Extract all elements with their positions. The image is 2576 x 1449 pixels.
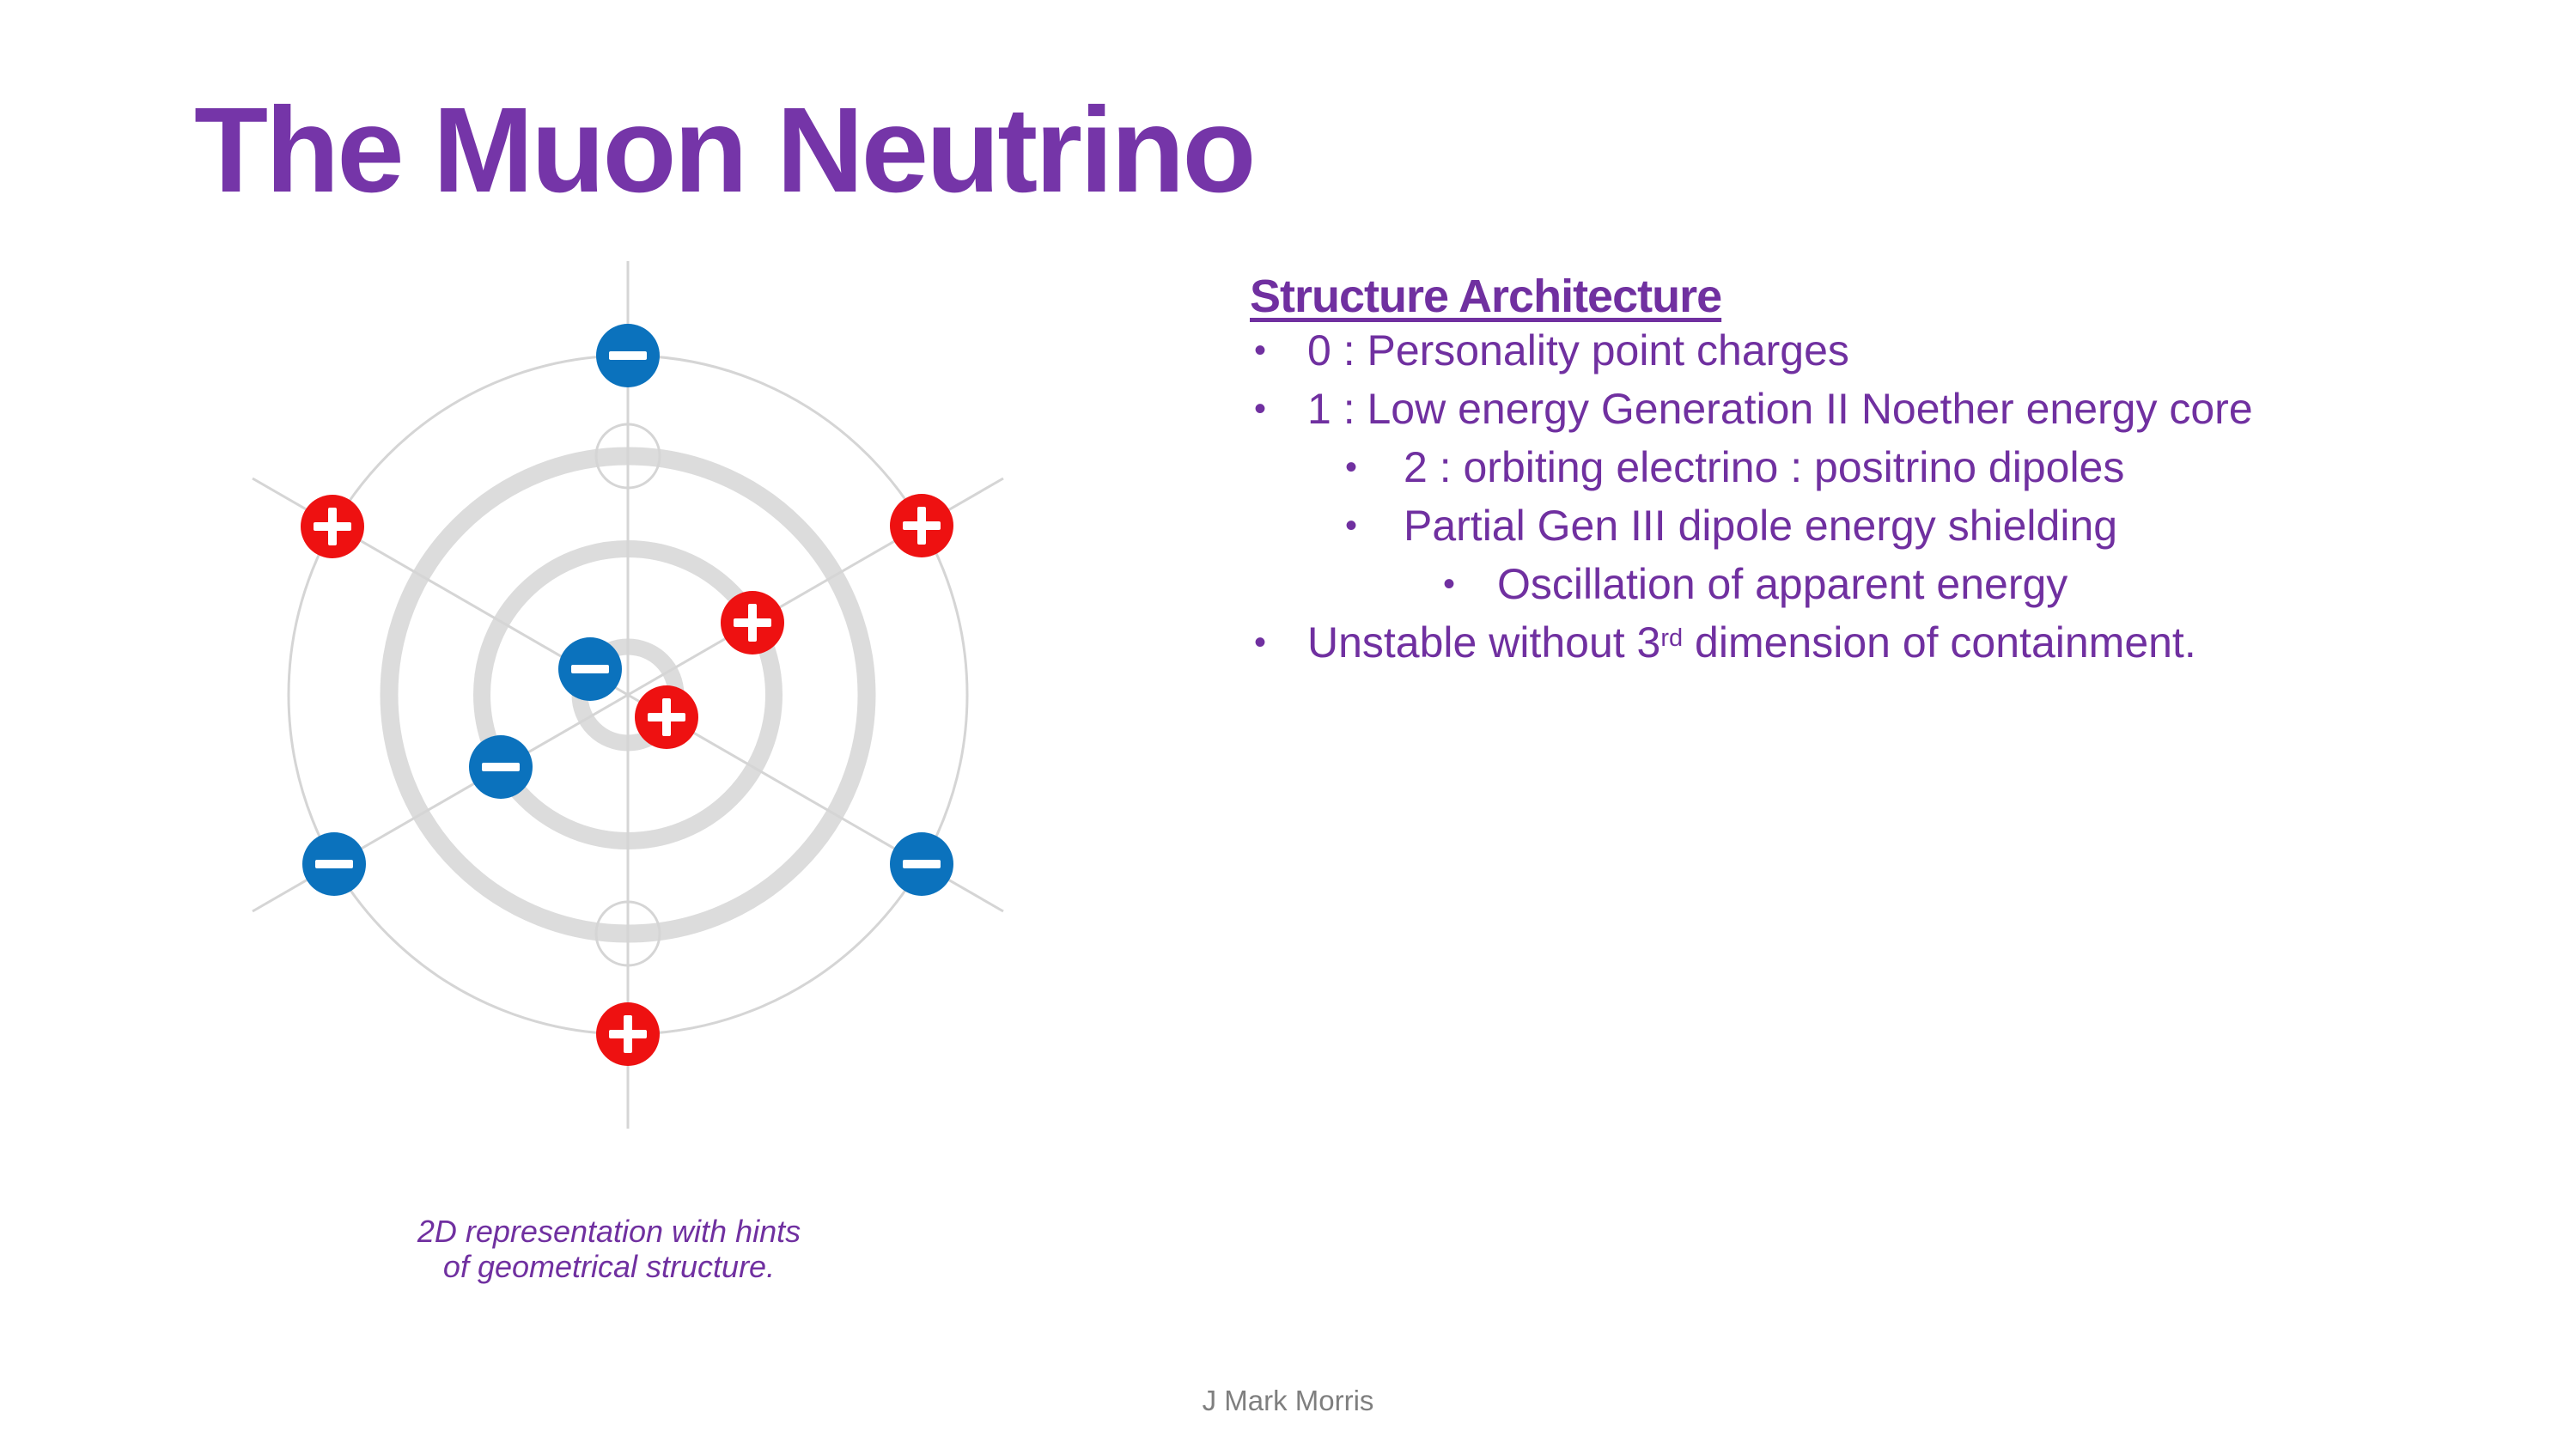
bullet-marker: • (1253, 332, 1266, 369)
minus-icon (315, 860, 353, 868)
bullet-marker: • (1344, 448, 1357, 486)
positrino-plus-particle (721, 591, 784, 654)
bullet-text: 1 : Low energy Generation II Noether ene… (1307, 385, 2253, 433)
bullet-item: • 2 : orbiting electrino : positrino dip… (1250, 438, 2495, 496)
electrino-minus-particle (558, 637, 622, 701)
positrino-plus-particle (301, 495, 364, 558)
electrino-minus-particle (302, 832, 366, 896)
positrino-plus-particle (596, 1002, 660, 1066)
bullet-text: Partial Gen III dipole energy shielding (1404, 502, 2118, 550)
structure-bullet-list: • 0 : Personality point charges • 1 : Lo… (1250, 321, 2495, 672)
bullet-item: • Partial Gen III dipole energy shieldin… (1250, 496, 2495, 555)
particles-layer (301, 324, 953, 1066)
node-circle-top (594, 423, 661, 490)
bullet-marker: • (1253, 390, 1266, 428)
page-title: The Muon Neutrino (194, 82, 1256, 217)
bullet-text: 2 : orbiting electrino : positrino dipol… (1404, 443, 2125, 491)
plus-icon (748, 604, 757, 642)
positrino-plus-particle (635, 685, 698, 749)
minus-icon (571, 665, 609, 673)
minus-icon (482, 763, 520, 771)
structure-heading: Structure Architecture (1250, 271, 1722, 322)
superscript-rd: rd (1660, 624, 1684, 652)
bullet-marker: • (1253, 624, 1266, 661)
plus-icon (328, 508, 337, 545)
plus-icon (662, 698, 671, 736)
plus-icon (917, 507, 926, 545)
minus-icon (903, 860, 941, 868)
caption-line-2: of geometrical structure. (442, 1249, 776, 1284)
minus-icon (609, 351, 647, 360)
electrino-minus-particle (469, 735, 533, 799)
positrino-plus-particle (890, 494, 953, 557)
bullet-item: • 0 : Personality point charges (1250, 321, 2495, 380)
bullet-item: • Oscillation of apparent energy (1250, 555, 2495, 613)
bullet-text: 0 : Personality point charges (1307, 326, 1849, 374)
bullet-text: Oscillation of apparent energy (1497, 560, 2068, 608)
axis-line-diagonal-2 (252, 477, 1004, 913)
bullet-item: • 1 : Low energy Generation II Noether e… (1250, 380, 2495, 438)
bullet-marker: • (1344, 507, 1357, 545)
bullet-text: Unstable without 3rd dimension of contai… (1307, 618, 2196, 667)
electrino-minus-particle (890, 832, 953, 896)
node-circle-bottom (594, 900, 661, 967)
bullet-item: • Unstable without 3rd dimension of cont… (1250, 613, 2495, 672)
caption-line-1: 2D representation with hints (417, 1214, 801, 1249)
plus-icon (624, 1015, 632, 1053)
bullet-marker: • (1442, 565, 1455, 603)
electrino-minus-particle (596, 324, 660, 387)
diagram-caption: 2D representation with hints of geometri… (265, 1214, 953, 1284)
author-credit: J Mark Morris (1202, 1385, 1374, 1416)
muon-neutrino-diagram (252, 261, 1004, 1129)
